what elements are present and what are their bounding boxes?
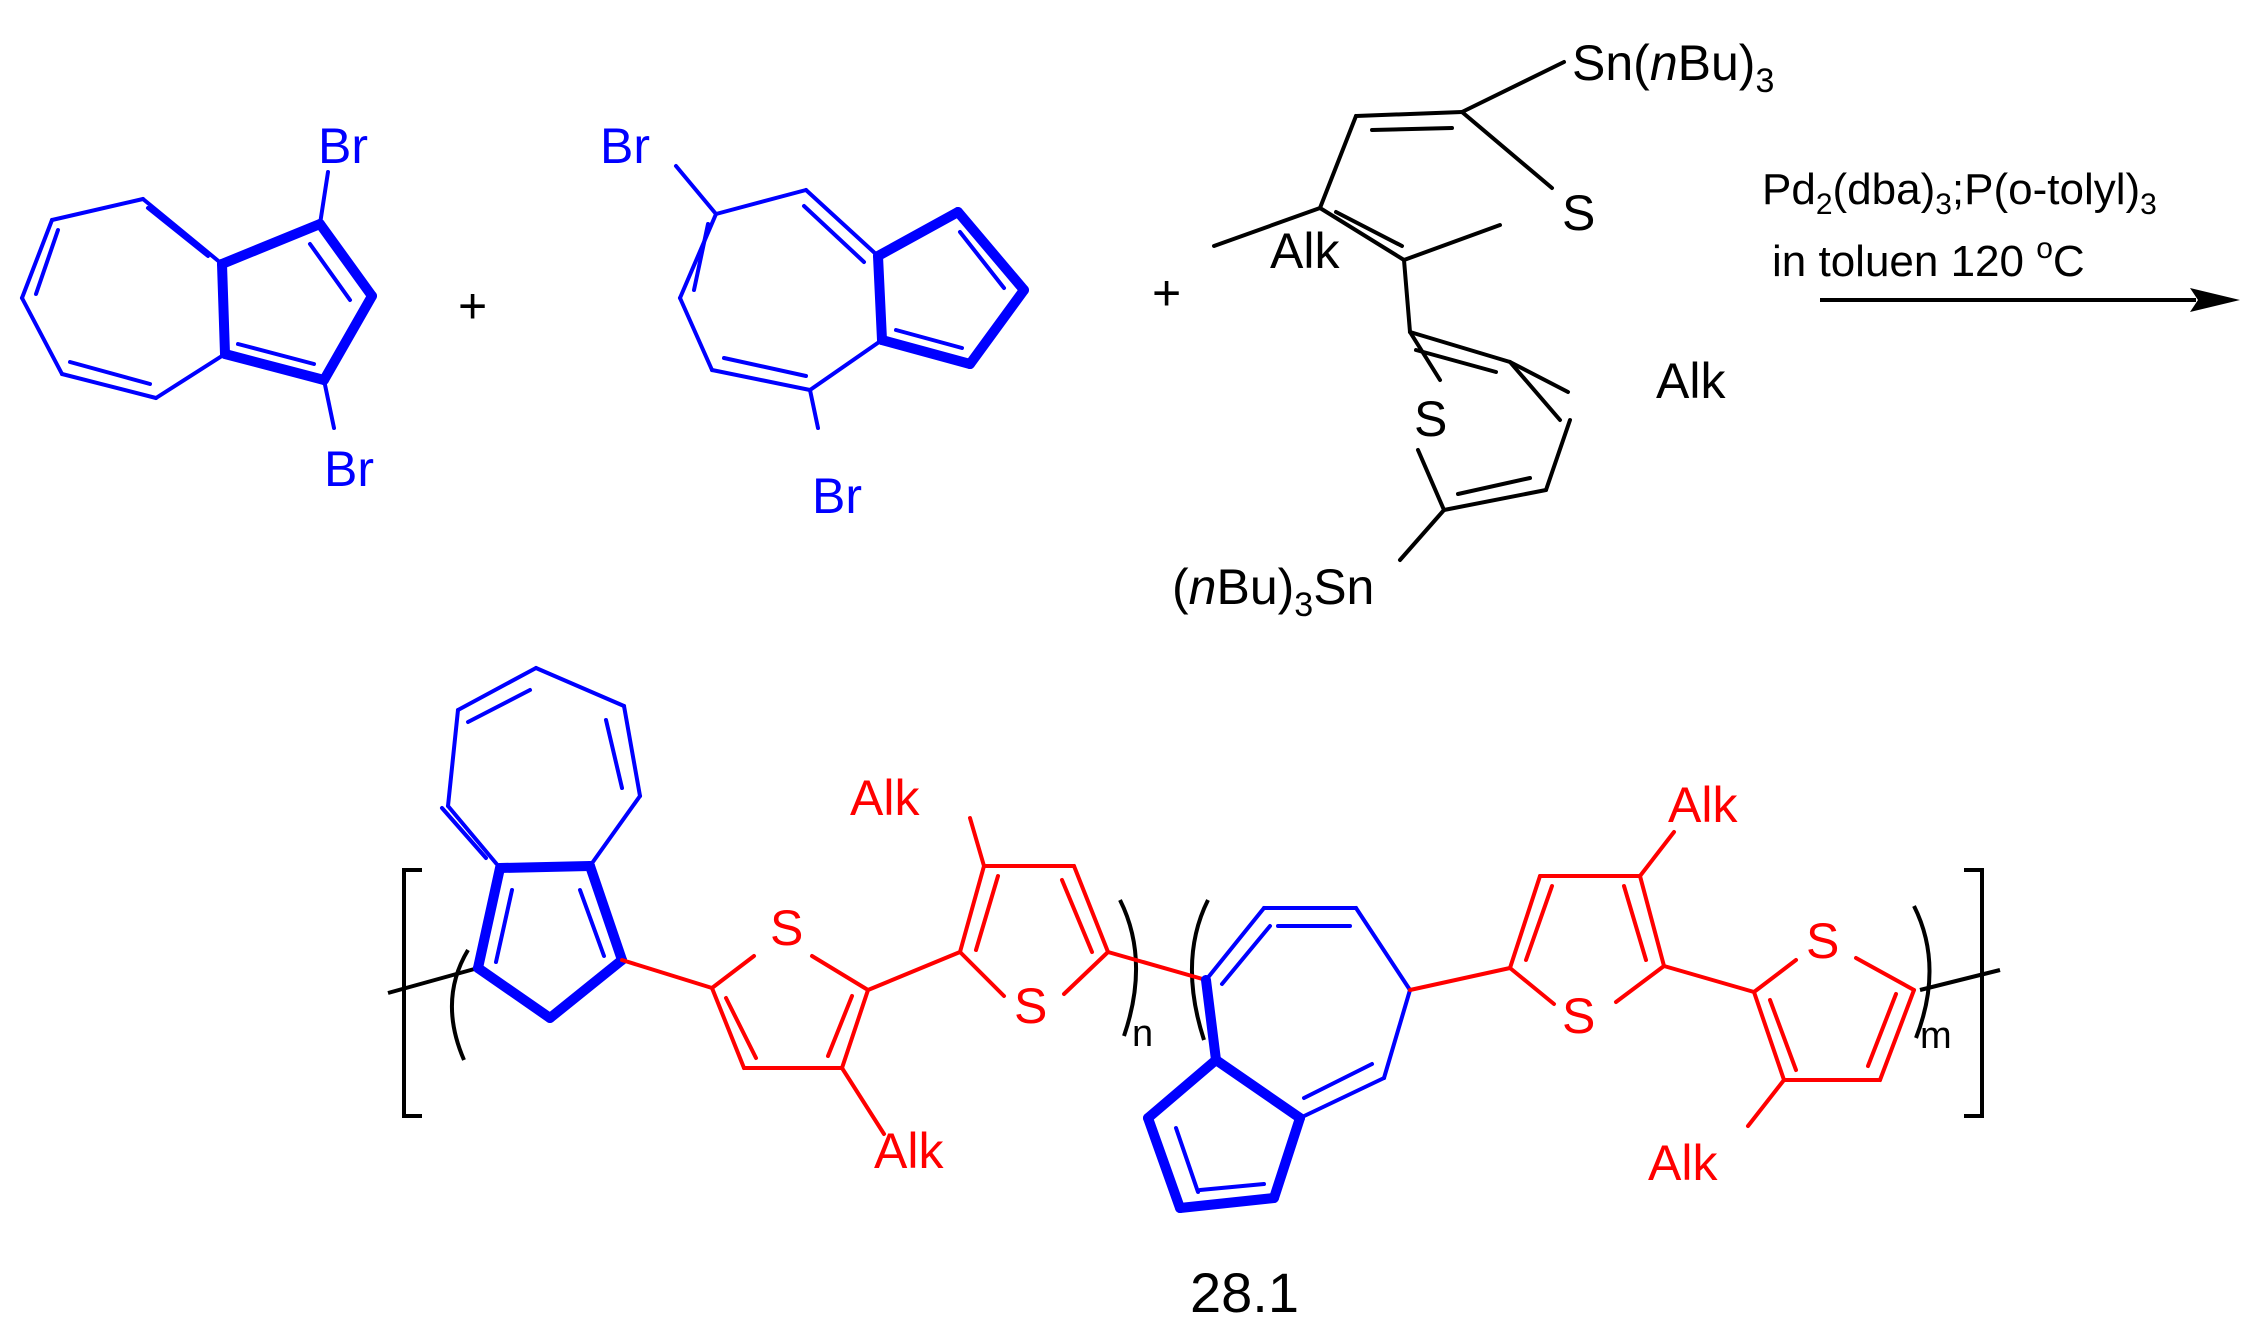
reactant-2-br-top: Br xyxy=(600,118,650,174)
reactant-3-s-bottom: S xyxy=(1414,391,1447,447)
product-alk-2: Alk xyxy=(874,1123,944,1179)
paren-m-close xyxy=(1912,905,1932,1039)
reactant-3-sn-top: Sn(nBu)3 xyxy=(1572,35,1774,100)
reactant-2-br-bottom: Br xyxy=(812,468,862,524)
reaction-arrow xyxy=(1820,288,2240,312)
subscript-n: n xyxy=(1132,1013,1153,1055)
product-azulene-unit-b xyxy=(1143,906,1412,1213)
reactant-2-dibromoazulene xyxy=(674,164,1029,430)
product-s-1: S xyxy=(770,900,803,956)
compound-label: 28.1 xyxy=(1190,1261,1299,1324)
product-bithiophene-1 xyxy=(620,816,1208,1136)
chain-end-right xyxy=(1919,968,2001,992)
conditions-solvent-temp: in toluen 120 oC xyxy=(1772,232,2085,286)
reactant-1-dibromoazulene xyxy=(20,170,377,430)
plus-sign-1: + xyxy=(458,278,487,334)
chain-end-left xyxy=(387,966,479,995)
reactant-3-s-top: S xyxy=(1562,185,1595,241)
subscript-m: m xyxy=(1920,1015,1952,1057)
reactant-3-alk-right: Alk xyxy=(1656,353,1726,409)
product-bithiophene-2 xyxy=(1408,830,1916,1128)
product-azulene-unit-a xyxy=(440,666,642,1023)
product-s-4: S xyxy=(1806,913,1839,969)
reactant-3-alk-left: Alk xyxy=(1270,223,1340,279)
conditions-catalyst: Pd2(dba)3;P(o-tolyl)3 xyxy=(1762,165,2157,221)
product-alk-4: Alk xyxy=(1648,1135,1718,1191)
reactant-1-br-bottom: Br xyxy=(324,441,374,497)
product-alk-1: Alk xyxy=(850,770,920,826)
product-s-3: S xyxy=(1562,988,1595,1044)
paren-n-open xyxy=(449,948,470,1061)
plus-sign-2: + xyxy=(1152,265,1181,321)
reactant-3-bithiophene xyxy=(1212,60,1572,562)
product-alk-3: Alk xyxy=(1668,777,1738,833)
product-outer-bracket-right xyxy=(1964,868,1984,1118)
reactant-3-sn-bottom: (nBu)3Sn xyxy=(1172,559,1374,624)
paren-m-open xyxy=(1189,899,1210,1041)
product-s-2: S xyxy=(1014,978,1047,1034)
paren-n-close xyxy=(1118,899,1138,1037)
product-outer-bracket-left xyxy=(402,868,422,1118)
reactant-1-br-top: Br xyxy=(318,118,368,174)
